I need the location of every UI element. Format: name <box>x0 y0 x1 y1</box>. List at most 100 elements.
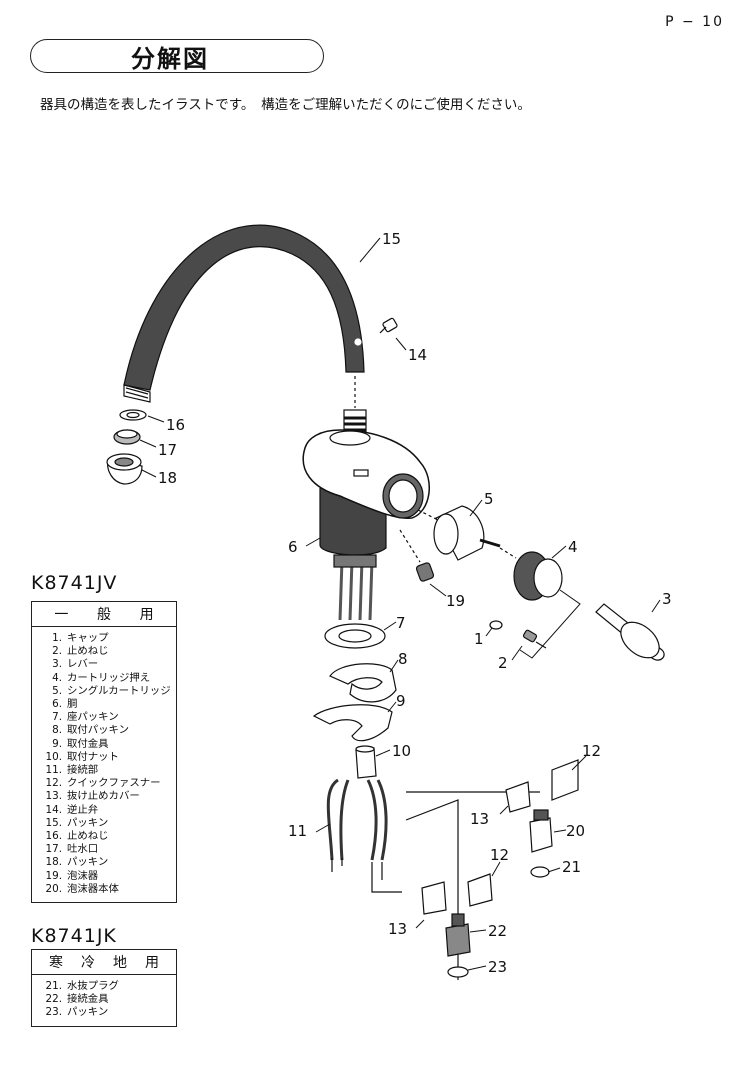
part-label: 胴 <box>67 698 78 711</box>
part-label: 取付ナット <box>67 750 119 763</box>
list-item: 3. レバー <box>36 658 176 671</box>
callout-15: 21 <box>562 858 581 876</box>
upper-fastener-parts-illustration <box>505 759 579 878</box>
part-label: 泡沫器 <box>67 869 99 882</box>
callout-8: 8 <box>398 650 408 668</box>
part-label: 接続金具 <box>67 993 109 1006</box>
page-title: 分解図 <box>131 44 209 73</box>
list-item: 9. 取付金具 <box>36 738 176 751</box>
part-number: 22. <box>45 993 62 1006</box>
callout-13-lower: 13 <box>388 920 407 938</box>
part-number: 13. <box>45 790 62 803</box>
part-label: カートリッジ押え <box>67 671 151 684</box>
header-char: 用 <box>139 607 154 623</box>
cap-and-screw-illustration <box>489 620 547 649</box>
part-label: 取付金具 <box>67 737 109 750</box>
part-label: 逆止弁 <box>67 803 99 816</box>
list-item: 20. 泡沫器本体 <box>36 883 176 896</box>
callout-4: 4 <box>568 538 578 556</box>
callout-23: 23 <box>488 958 507 976</box>
callout-22: 22 <box>488 922 507 940</box>
cartridge-illustration <box>417 505 501 561</box>
list-item: 17.吐水口 <box>36 843 176 856</box>
callout-10: 10 <box>392 742 411 760</box>
part-label: 止めねじ <box>67 830 109 843</box>
page-number: P − 10 <box>665 14 724 30</box>
part-number: 8. <box>52 724 62 737</box>
hoses-illustration <box>333 554 377 621</box>
callout-9: 9 <box>396 692 406 710</box>
aerator-parts-illustration <box>106 409 147 485</box>
part-number: 3. <box>52 658 62 671</box>
part-number: 18. <box>45 856 62 869</box>
part-number: 23. <box>45 1006 62 1019</box>
list-item: 23.パッキン <box>36 1006 176 1019</box>
part-label: 抜け止めカバー <box>67 790 140 803</box>
part-label: 止めねじ <box>67 645 109 658</box>
list-item: 14.逆止弁 <box>36 804 176 817</box>
list-item: 5. シングルカートリッジ <box>36 685 176 698</box>
part-label: パッキン <box>67 816 109 829</box>
part-label: 泡沫器本体 <box>67 882 119 895</box>
part-label: 座パッキン <box>67 711 119 724</box>
connection-hoses-illustration <box>326 778 540 980</box>
callout-5: 5 <box>484 490 494 508</box>
list-item: 13. 抜け止めカバー <box>36 790 176 803</box>
list-item: 15.パッキン <box>36 817 176 830</box>
part-label: 吐水口 <box>67 843 99 856</box>
part-label: 水抜プラグ <box>67 980 119 992</box>
part-number: 7. <box>52 711 62 724</box>
list-item: 7. 座パッキン <box>36 711 176 724</box>
list-item: 11. 接続部 <box>36 764 176 777</box>
list-item: 19.泡沫器 <box>36 870 176 883</box>
part-number: 9. <box>52 737 62 750</box>
header-char: 用 <box>145 955 159 971</box>
callout-7: 7 <box>396 614 406 632</box>
callout-19: 17 <box>158 441 177 459</box>
callout-18: 16 <box>166 416 185 434</box>
part-label: 取付パッキン <box>67 724 130 737</box>
parts-list-general-header: 一 般 用 <box>32 602 176 627</box>
part-number: 11. <box>45 764 62 777</box>
mounting-packing-illustration <box>329 663 397 703</box>
part-number: 1. <box>52 632 62 644</box>
callout-6: 6 <box>288 538 298 556</box>
lever-illustration <box>519 589 665 661</box>
part-label: キャップ <box>67 632 109 644</box>
lower-fastener-parts-illustration <box>421 873 493 978</box>
callout-numbers: 15 14 16 17 18 6 5 4 3 1 2 19 7 8 9 10 1… <box>158 230 672 976</box>
part-label: シングルカートリッジ <box>67 684 171 697</box>
parts-list-cold-header: 寒 冷 地 用 <box>32 950 176 975</box>
part-label: パッキン <box>67 856 109 869</box>
header-char: 冷 <box>81 955 95 971</box>
callout-13-upper: 13 <box>470 810 489 828</box>
seat-packing-hole <box>338 629 372 643</box>
list-item: 18. パッキン <box>36 856 176 869</box>
title-banner: 分解図 <box>30 39 324 73</box>
callout-16: 14 <box>408 346 427 364</box>
callout-12-lower: 12 <box>490 846 509 864</box>
header-char: 地 <box>113 955 127 971</box>
seat-packing-illustration <box>324 623 386 649</box>
part-number: 16. <box>45 830 62 843</box>
callout-2: 2 <box>498 654 508 672</box>
cartridge-holder-illustration <box>499 547 563 601</box>
spout-illustration <box>123 224 365 403</box>
callout-14: 20 <box>566 822 585 840</box>
part-label: 接続部 <box>67 764 99 777</box>
mounting-bracket-illustration <box>312 704 393 742</box>
part-number: 5. <box>52 684 62 697</box>
part-label: レバー <box>67 658 99 671</box>
list-item: 21.水抜プラグ <box>36 980 176 993</box>
header-char: 一 <box>54 607 69 623</box>
callout-12-upper: 12 <box>582 742 601 760</box>
callout-11: 11 <box>288 822 307 840</box>
faucet-body-illustration <box>302 429 430 556</box>
list-item: 2.止めねじ <box>36 645 176 658</box>
list-item: 1. キャップ <box>36 632 176 645</box>
part-number: 20. <box>45 882 62 895</box>
